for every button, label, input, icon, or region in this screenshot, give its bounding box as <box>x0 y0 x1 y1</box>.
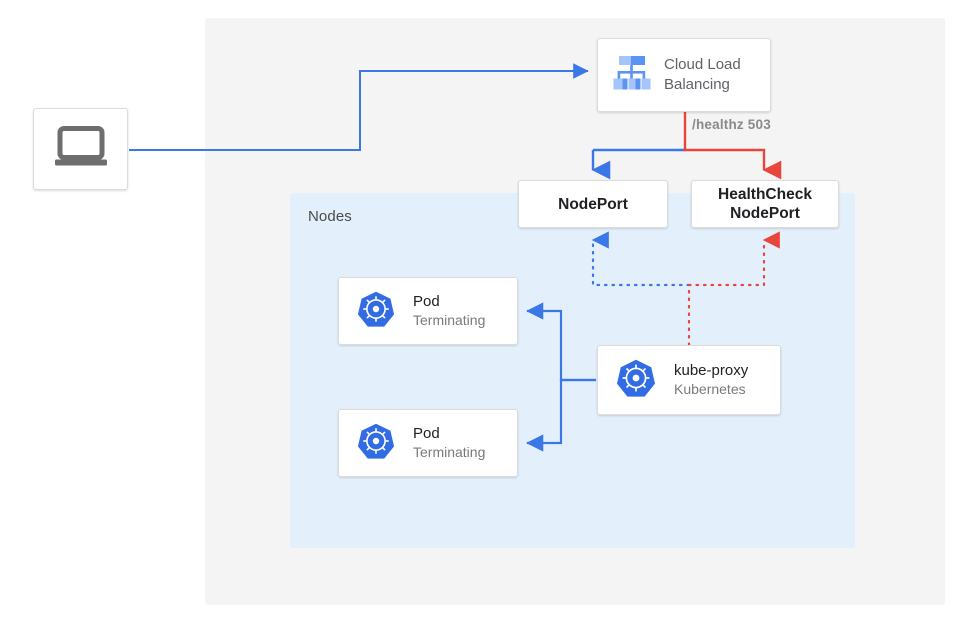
laptop-icon <box>54 126 108 173</box>
kube-proxy-subtitle: Kubernetes <box>674 381 746 397</box>
kubernetes-icon <box>616 358 656 403</box>
pod-card-2[interactable]: Pod Terminating <box>338 409 518 477</box>
pod-status-1: Terminating <box>413 312 486 328</box>
cloud-load-balancing-icon <box>612 54 652 97</box>
pod-card-1[interactable]: Pod Terminating <box>338 277 518 345</box>
kube-proxy-name: kube-proxy <box>674 362 749 379</box>
hcnp-line-1: HealthCheck <box>718 186 812 203</box>
healthcheck-nodeport-label: HealthCheck NodePort <box>718 185 812 223</box>
clb-line-2: Balancing <box>664 76 730 93</box>
pod-name-1: Pod <box>413 293 440 310</box>
nodeport-card[interactable]: NodePort <box>518 180 668 228</box>
nodeport-label: NodePort <box>558 195 628 213</box>
cloud-load-balancing-label: Cloud Load Balancing <box>664 55 741 95</box>
healthz-edge-label: /healthz 503 <box>692 117 771 132</box>
pod-text-1: Pod Terminating <box>413 292 485 330</box>
healthcheck-nodeport-card[interactable]: HealthCheck NodePort <box>691 180 839 228</box>
kubernetes-icon <box>357 422 395 465</box>
client-device-card[interactable] <box>33 108 128 190</box>
pod-text-2: Pod Terminating <box>413 424 485 462</box>
nodes-panel-label: Nodes <box>308 208 352 225</box>
kubernetes-icon <box>357 290 395 333</box>
clb-line-1: Cloud Load <box>664 56 741 73</box>
cloud-load-balancing-card[interactable]: Cloud Load Balancing <box>597 38 771 112</box>
kube-proxy-card[interactable]: kube-proxy Kubernetes <box>597 345 781 415</box>
pod-name-2: Pod <box>413 425 440 442</box>
hcnp-line-2: NodePort <box>730 205 800 222</box>
kube-proxy-text: kube-proxy Kubernetes <box>674 361 748 399</box>
pod-status-2: Terminating <box>413 444 486 460</box>
